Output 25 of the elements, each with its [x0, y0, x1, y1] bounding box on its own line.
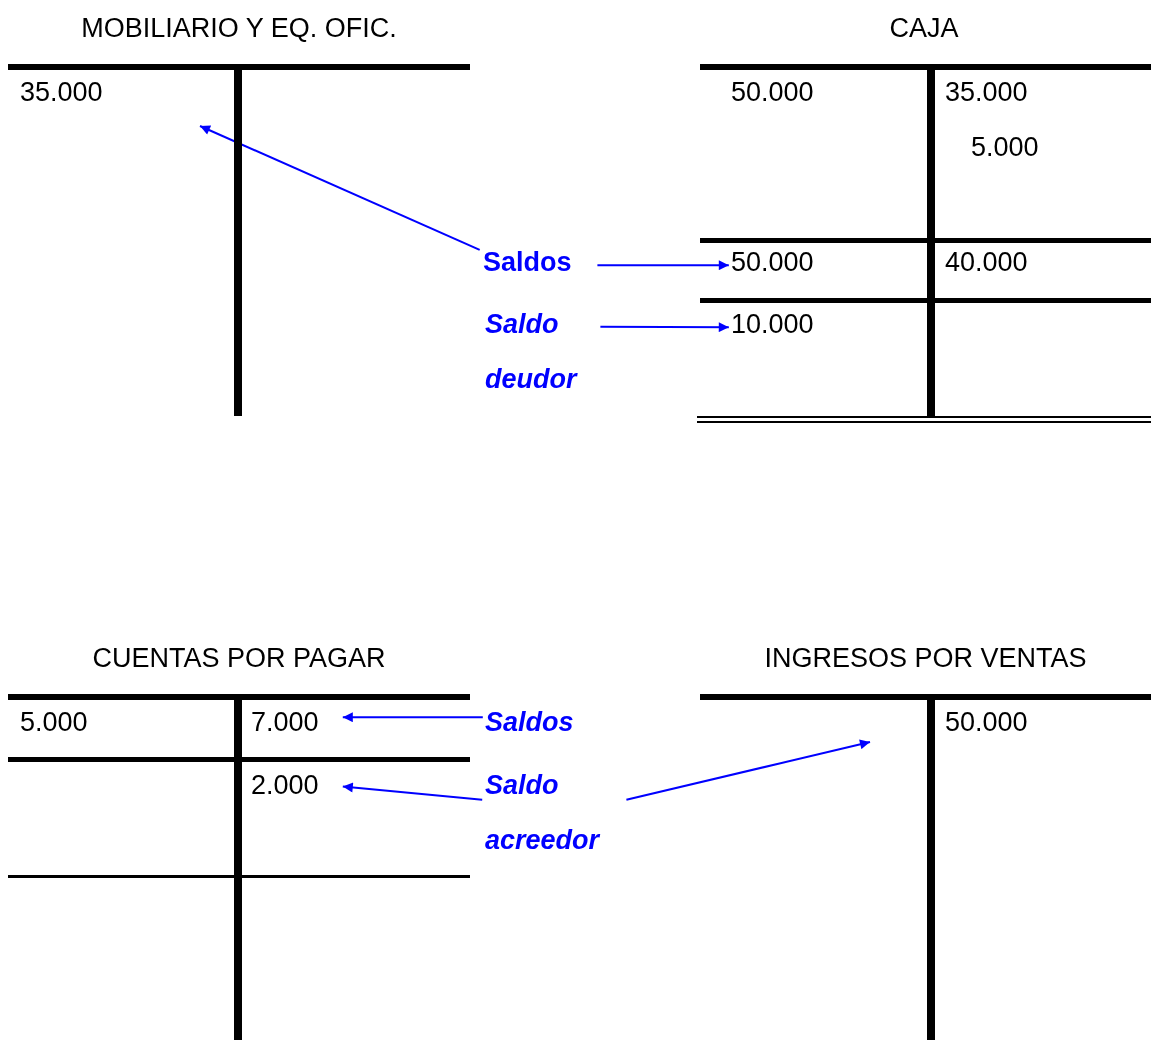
account-title: MOBILIARIO Y EQ. OFIC.	[80, 12, 398, 45]
amount: 10.000	[731, 308, 841, 340]
amount: 50.000	[731, 246, 841, 278]
arrow	[199, 125, 481, 251]
arrow	[341, 782, 484, 801]
arrow	[596, 260, 730, 271]
balance-label: Saldos	[483, 246, 593, 278]
amount: 5.000	[971, 131, 1061, 163]
amount: 35.000	[20, 76, 200, 126]
amount: 7.000	[251, 706, 341, 738]
amount: 50.000	[945, 706, 1055, 738]
account-title: CAJA	[888, 12, 960, 45]
amount: 40.000	[945, 246, 1055, 278]
balance-label: Saldo acreedor	[485, 758, 625, 868]
amount: 2.000	[251, 769, 341, 801]
account-title: CUENTAS POR PAGAR	[91, 642, 387, 675]
amount: 35.000	[945, 76, 1055, 108]
arrow	[599, 322, 730, 333]
arrow	[625, 739, 871, 801]
amount: 50.000	[731, 76, 841, 108]
amount: 5.000	[20, 706, 110, 738]
arrow	[341, 712, 484, 723]
balance-label: Saldo deudor	[485, 297, 597, 407]
account-title: INGRESOS POR VENTAS	[763, 642, 1088, 675]
balance-label: Saldos	[485, 706, 595, 738]
